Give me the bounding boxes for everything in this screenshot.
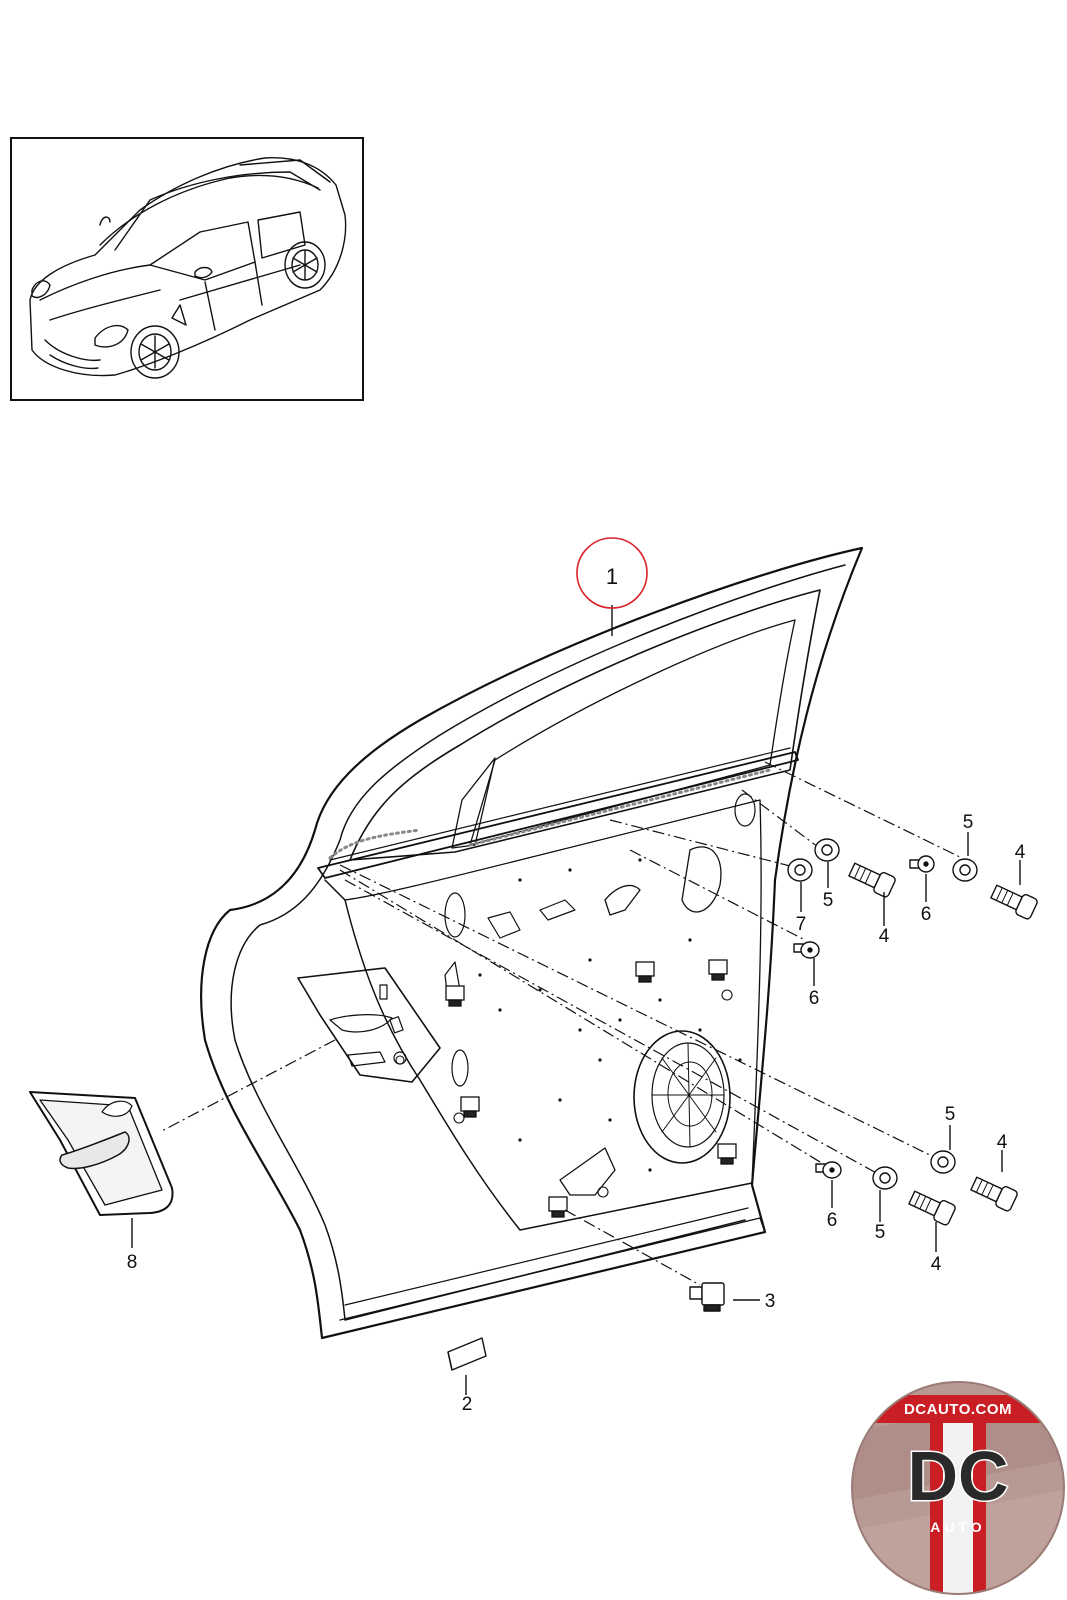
callout-5-upper: 5 xyxy=(823,890,834,911)
callout-3: 3 xyxy=(765,1291,776,1312)
door-shell-assembly xyxy=(200,546,864,1340)
logo-sub-text: AUTO xyxy=(930,1519,985,1535)
callout-5-upper-right: 5 xyxy=(963,812,974,833)
callout-ticks xyxy=(131,605,1021,1395)
pad-part-2 xyxy=(447,1337,487,1371)
clip-part-3 xyxy=(689,1282,725,1312)
logo-mark-text: DC xyxy=(907,1437,1008,1515)
bolt-part-4-a xyxy=(848,862,896,898)
trim-cover-part-8 xyxy=(29,1091,174,1216)
callout-6-middle: 6 xyxy=(809,988,820,1009)
screw-part-6-b xyxy=(793,941,820,959)
hardware-parts xyxy=(447,838,1038,1371)
callout-4-upper-right: 4 xyxy=(1015,842,1026,863)
logo-site-text: DCAUTO.COM xyxy=(904,1401,1012,1418)
callout-6-lower: 6 xyxy=(827,1210,838,1231)
callout-1: 1 xyxy=(606,564,618,589)
callout-4-lower: 4 xyxy=(931,1254,942,1275)
callout-4-upper: 4 xyxy=(879,926,890,947)
bolt-part-4-d xyxy=(908,1190,956,1226)
washer-part-5-lower-right xyxy=(930,1150,956,1174)
door-clips xyxy=(445,959,737,1218)
callout-1-highlight-ring xyxy=(576,537,648,609)
leader-lines xyxy=(159,761,963,1286)
bolt-part-4-b xyxy=(990,884,1038,920)
callout-6-upper: 6 xyxy=(921,904,932,925)
vehicle-locator-thumbnail xyxy=(10,137,364,401)
screw-part-6-c xyxy=(815,1161,842,1179)
callout-numbers: 1 2 3 4 4 4 4 5 5 5 5 6 6 6 7 8 xyxy=(127,564,1026,1415)
callout-7: 7 xyxy=(796,914,807,935)
washer-part-5-lower-left xyxy=(872,1166,898,1190)
rivet-dots xyxy=(478,858,742,1172)
callout-5-lower-right: 5 xyxy=(945,1104,956,1125)
callout-4-lower-right: 4 xyxy=(997,1132,1008,1153)
dcauto-logo: DCAUTO.COM DC AUTO xyxy=(851,1381,1065,1595)
callout-5-lower: 5 xyxy=(875,1222,886,1243)
washer-part-5-upper-left xyxy=(814,838,840,862)
screw-part-6-a xyxy=(909,855,935,873)
washer-part-7 xyxy=(787,858,813,882)
callout-8: 8 xyxy=(127,1252,138,1273)
washer-part-5-upper-right xyxy=(952,858,978,882)
bolt-part-4-c xyxy=(970,1176,1018,1212)
callout-2: 2 xyxy=(462,1394,473,1415)
